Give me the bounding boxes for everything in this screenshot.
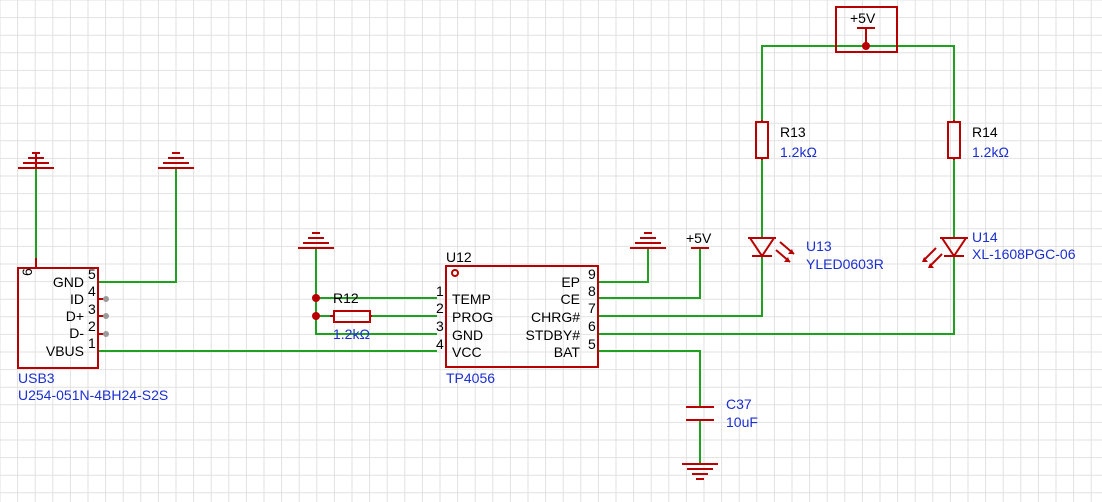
resistor-r14[interactable]: R14 1.2kΩ (947, 120, 1009, 160)
u12-pin-num-3: 3 (436, 318, 444, 334)
usb-pin-name-gnd: GND (53, 274, 84, 290)
junction-prog (312, 312, 320, 320)
u12-pin-num-7: 7 (588, 300, 596, 316)
wire-ep-gnd[interactable] (597, 247, 649, 283)
wire-chrg-led[interactable] (597, 257, 763, 317)
c37-designator: C37 (726, 396, 752, 412)
led-u13[interactable]: U13 YLED0603R (748, 237, 884, 272)
u14-designator: U14 (972, 229, 998, 245)
usb-pin-dminus-endpoint[interactable] (103, 331, 109, 337)
u12-pin-num-5: 5 (588, 336, 596, 352)
wire-bat-cap[interactable] (597, 350, 701, 406)
gnd-symbol-ic-left[interactable] (298, 232, 334, 249)
gnd-symbol-ep[interactable] (630, 232, 666, 249)
usb-pin-name-vbus: VBUS (46, 343, 84, 359)
power-label-5v-ce: +5V (686, 230, 712, 246)
usb-pin-num-1: 1 (88, 335, 96, 351)
u14-part-number: XL-1608PGC-06 (972, 246, 1076, 262)
r14-value: 1.2kΩ (972, 144, 1009, 160)
r14-designator: R14 (972, 124, 998, 140)
usb-designator: USB3 (18, 370, 55, 386)
capacitor-c37[interactable]: C37 10uF (686, 396, 758, 430)
wire-ic-gnd-left[interactable] (315, 247, 437, 335)
led-u14[interactable]: U14 XL-1608PGC-06 (922, 229, 1076, 268)
u12-pin-num-9: 9 (588, 266, 596, 282)
power-flag-5v-top[interactable]: +5V (835, 6, 898, 53)
usb-pin-num-3: 3 (88, 301, 96, 317)
junction-temp (312, 294, 320, 302)
u12-designator: U12 (446, 249, 472, 265)
u12-pin-name-prog: PROG (452, 309, 493, 325)
usb-pin6-number: 6 (19, 268, 35, 276)
usb-pin-id-endpoint[interactable] (103, 296, 109, 302)
resistor-r13[interactable]: R13 1.2kΩ (755, 120, 817, 160)
gnd-symbol-cap[interactable] (682, 463, 718, 480)
usb-pin-dplus-endpoint[interactable] (103, 313, 109, 319)
u13-designator: U13 (806, 238, 832, 254)
u12-pin-num-4: 4 (436, 336, 444, 352)
usb-pin-num-4: 4 (88, 283, 96, 299)
u12-pin-name-bat: BAT (554, 344, 581, 360)
u12-part-number: TP4056 (446, 370, 495, 386)
u12-pin-name-stdby: STDBY# (526, 327, 581, 343)
c37-value: 10uF (726, 414, 758, 430)
r12-designator: R12 (333, 290, 359, 306)
gnd-symbol-usb-shield[interactable] (18, 152, 54, 169)
usb-pin-name-dminus: D- (69, 325, 84, 341)
wires (35, 45, 955, 463)
u12-pin-name-gnd: GND (452, 327, 483, 343)
usb-connector[interactable]: 6 GND ID D+ D- VBUS 5 4 3 2 1 USB3 U254-… (17, 258, 168, 403)
u12-pin-name-vcc: VCC (452, 344, 482, 360)
u12-pin-num-1: 1 (436, 283, 444, 299)
r12-value: 1.2kΩ (333, 326, 370, 342)
gnd-symbol-usb-gnd[interactable] (158, 152, 194, 169)
u12-pin-num-2: 2 (436, 300, 444, 316)
usb-pin-num-5: 5 (88, 266, 96, 282)
u12-pin-name-chrg: CHRG# (531, 309, 580, 325)
u12-pin-name-ep: EP (561, 274, 580, 290)
usb-pin-name-dplus: D+ (66, 308, 84, 324)
usb-pin-name-id: ID (70, 291, 84, 307)
u12-pin-name-temp: TEMP (452, 291, 491, 307)
power-flag-5v-ce[interactable]: +5V (686, 230, 712, 249)
usb-pin-num-2: 2 (88, 318, 96, 334)
u12-pin-name-ce: CE (561, 291, 580, 307)
u13-part-number: YLED0603R (806, 256, 884, 272)
u12-pin-num-8: 8 (588, 283, 596, 299)
resistor-r12[interactable]: R12 1.2kΩ (330, 290, 372, 342)
ic-u12-tp4056[interactable]: U12 TP4056 TEMP PROG GND VCC 1 2 3 4 EP … (436, 249, 599, 386)
wire-ce-5v[interactable] (597, 247, 701, 299)
usb-part-number: U254-051N-4BH24-S2S (18, 387, 168, 403)
wire-stdby-led[interactable] (597, 257, 955, 335)
r13-value: 1.2kΩ (780, 144, 817, 160)
power-label-5v-top: +5V (850, 10, 876, 26)
wire-5v-rails[interactable] (761, 45, 955, 121)
r13-designator: R13 (780, 124, 806, 140)
wire-usb-gnd[interactable] (97, 167, 177, 283)
u12-pin-num-6: 6 (588, 318, 596, 334)
